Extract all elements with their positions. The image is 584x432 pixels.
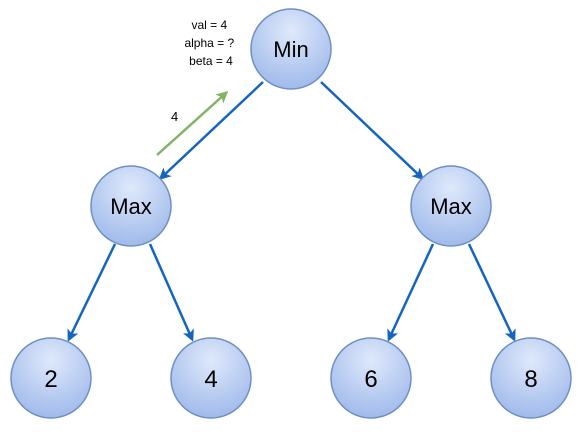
edge-left-max-to-leaf-4 [148,243,194,342]
node-leaf-2: 2 [10,337,92,419]
node-root-label: Min [273,37,308,62]
node-leaf-2-label: 2 [44,366,57,393]
annotation-val: val = 4 [191,18,227,32]
node-left-max-label: Max [110,194,152,219]
node-leaf-4: 4 [170,337,252,419]
root-annotation: val = 4 alpha = ? beta = 4 [184,18,237,68]
node-root-min: Min [250,8,332,90]
node-leaf-6-label: 6 [364,366,377,393]
edge-root-to-right-max [320,81,425,181]
node-leaf-8: 8 [490,337,572,419]
node-leaf-6: 6 [330,337,412,419]
node-leaf-8-label: 8 [524,366,537,393]
node-right-max-label: Max [430,194,472,219]
edge-left-max-to-leaf-2 [67,243,117,342]
edge-root-to-left-max [158,81,264,181]
edge-right-max-to-leaf-8 [467,243,516,342]
node-leaf-4-label: 4 [204,366,217,393]
node-left-max: Max [90,165,172,247]
value-pass-label: 4 [171,109,178,124]
node-right-max: Max [410,165,492,247]
annotation-alpha: alpha = ? [184,36,234,50]
annotation-beta: beta = 4 [189,54,233,68]
edge-right-max-to-leaf-6 [387,243,435,342]
value-pass-arrow [156,90,229,156]
